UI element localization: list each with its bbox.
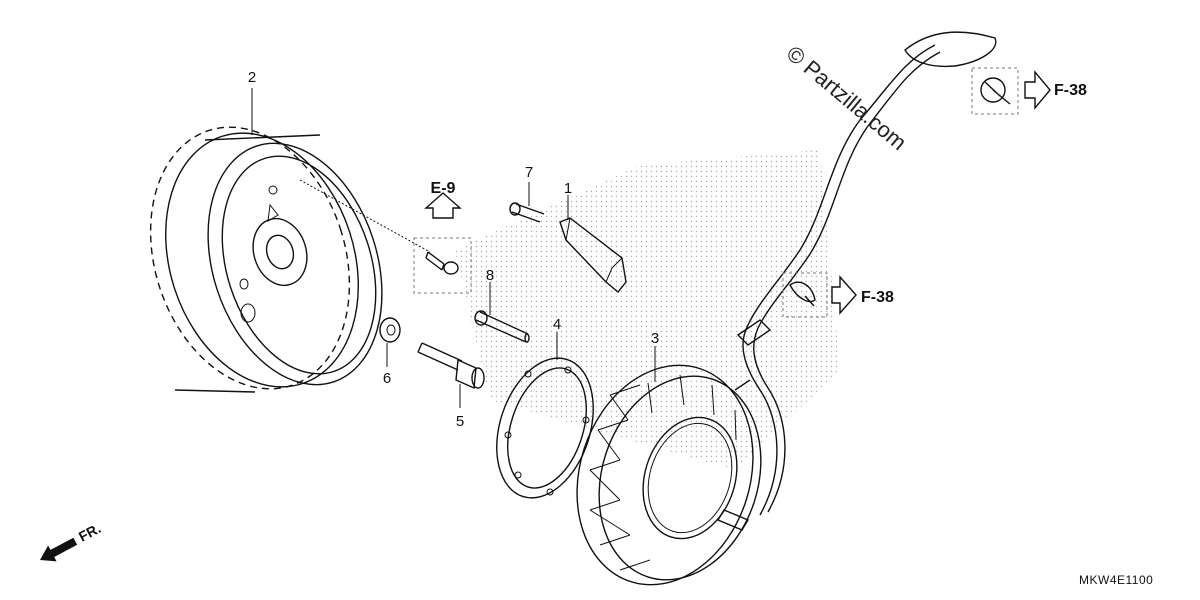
flange-bolt [417, 342, 485, 390]
callout-4: 4 [553, 316, 561, 333]
ref-f38-top-label: F-38 [1054, 82, 1087, 99]
gasket [496, 357, 594, 499]
callout-3: 3 [651, 330, 659, 347]
ref-f38-mid-label: F-38 [861, 289, 894, 306]
stator-coil [576, 364, 762, 586]
small-bolt [509, 202, 545, 223]
front-direction-label: FR. [76, 520, 103, 545]
leader-lines [251, 88, 656, 408]
diagram-code: MKW4E1100 [1079, 573, 1153, 587]
callout-1: 1 [564, 180, 572, 197]
e9-reference-box [299, 179, 472, 294]
flywheel-rotor [149, 126, 383, 393]
washer [379, 317, 401, 343]
setting-plate [559, 217, 627, 293]
callout-2: 2 [248, 69, 256, 86]
callout-8: 8 [486, 267, 494, 284]
f38-top-reference-box [971, 67, 1051, 115]
callout-6: 6 [383, 370, 391, 387]
long-bolt [474, 310, 530, 343]
wire-harness [716, 31, 997, 531]
f38-mid-reference-box [782, 272, 857, 318]
dot-shading [455, 150, 840, 470]
front-arrow-icon [40, 537, 78, 562]
callout-5: 5 [456, 413, 464, 430]
watermark: © Partzilla.com [782, 41, 912, 155]
callout-7: 7 [525, 164, 533, 181]
ref-e9-label: E-9 [431, 180, 456, 197]
